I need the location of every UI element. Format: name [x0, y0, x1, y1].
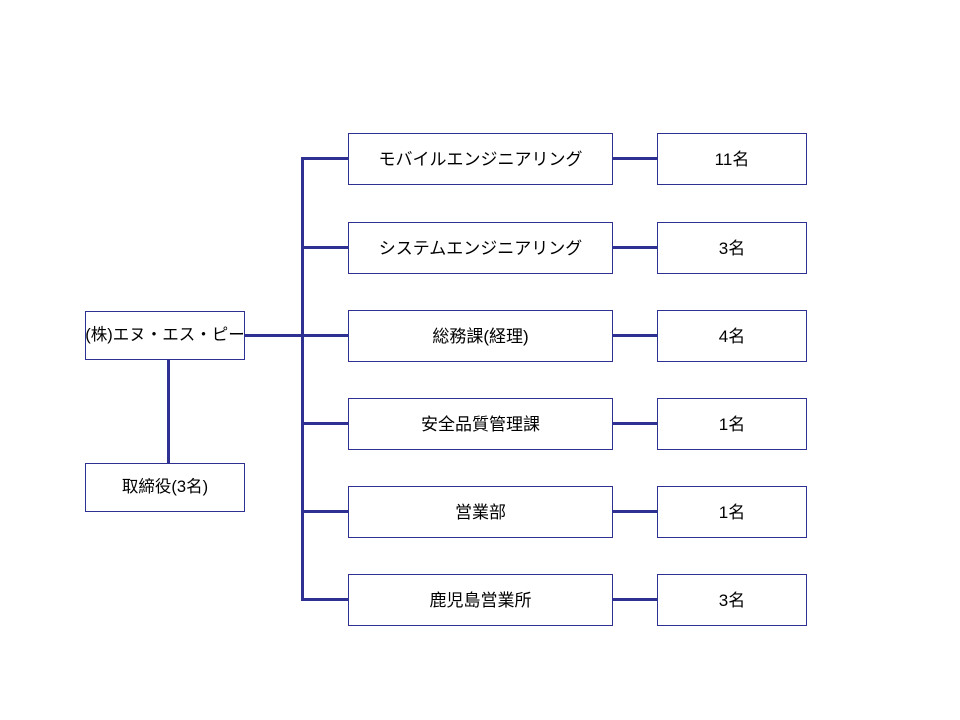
connector-dept-6-to-count-6	[612, 598, 658, 601]
node-department-2[interactable]: システムエンジニアリング	[348, 222, 613, 274]
node-headcount-1[interactable]: 11名	[657, 133, 807, 185]
connector-dept-1-to-count-1	[612, 157, 658, 160]
connector-trunk-to-dept-4	[301, 422, 350, 425]
connector-trunk-to-dept-5	[301, 510, 350, 513]
node-department-6[interactable]: 鹿児島営業所	[348, 574, 613, 626]
connector-trunk-to-dept-6	[301, 598, 350, 601]
node-headcount-3[interactable]: 4名	[657, 310, 807, 362]
node-department-1[interactable]: モバイルエンジニアリング	[348, 133, 613, 185]
node-department-5[interactable]: 営業部	[348, 486, 613, 538]
connector-trunk-to-dept-1	[301, 157, 350, 160]
node-director[interactable]: 取締役(3名)	[85, 463, 245, 512]
connector-root-to-trunk	[244, 334, 304, 337]
connector-trunk-to-dept-3	[301, 334, 350, 337]
node-root-company[interactable]: (株)エヌ・エス・ピー	[85, 311, 245, 360]
connector-dept-4-to-count-4	[612, 422, 658, 425]
connector-root-to-director	[167, 359, 170, 464]
node-headcount-4[interactable]: 1名	[657, 398, 807, 450]
node-headcount-6[interactable]: 3名	[657, 574, 807, 626]
node-department-3[interactable]: 総務課(経理)	[348, 310, 613, 362]
connector-dept-2-to-count-2	[612, 246, 658, 249]
node-headcount-5[interactable]: 1名	[657, 486, 807, 538]
connector-dept-3-to-count-3	[612, 334, 658, 337]
node-department-4[interactable]: 安全品質管理課	[348, 398, 613, 450]
connector-department-trunk	[301, 157, 304, 601]
connector-trunk-to-dept-2	[301, 246, 350, 249]
connector-dept-5-to-count-5	[612, 510, 658, 513]
node-headcount-2[interactable]: 3名	[657, 222, 807, 274]
